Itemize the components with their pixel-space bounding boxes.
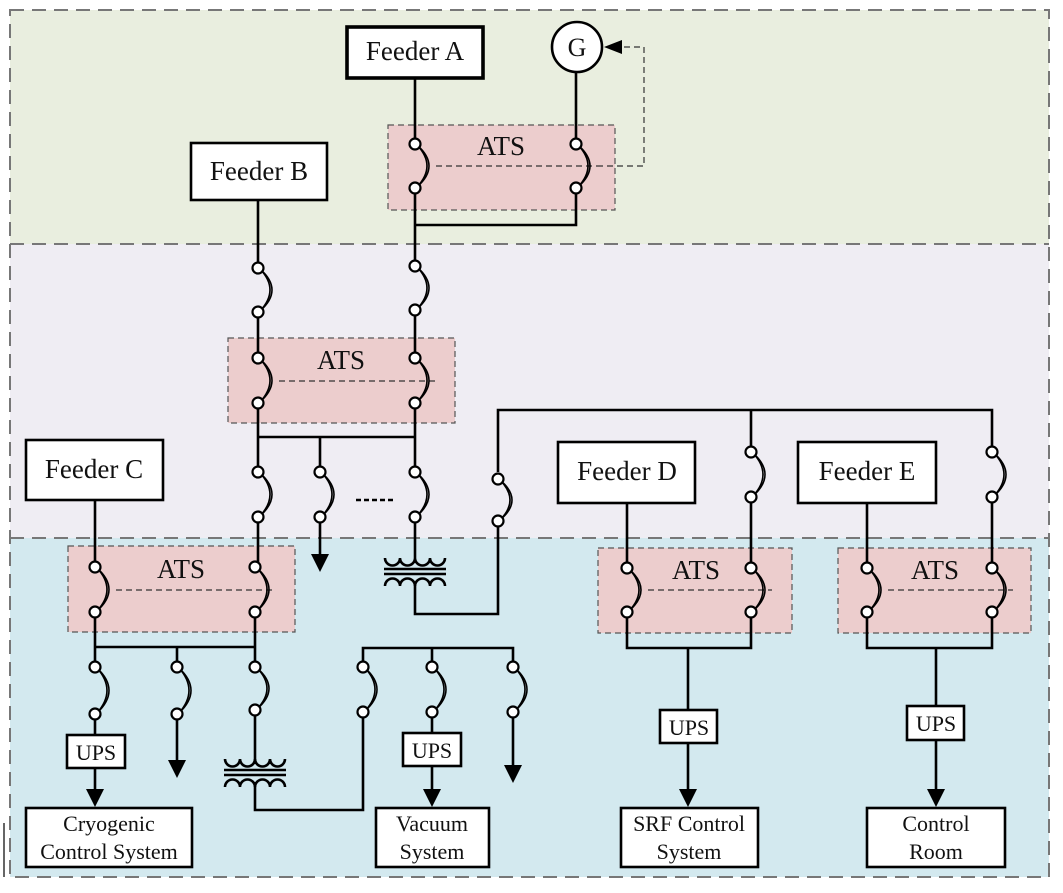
circuit-breaker-icon [251, 465, 273, 524]
transformer-icon [223, 758, 287, 788]
ups-vacuum: UPS [401, 731, 463, 768]
generator-control-link [597, 46, 645, 167]
generator: G [550, 20, 604, 74]
ups-label: UPS [76, 740, 116, 765]
feeder-a: Feeder A [345, 25, 485, 80]
ups-label: UPS [916, 711, 956, 736]
ups-srf: UPS [658, 708, 719, 745]
load-label-line1: Cryogenic [63, 811, 155, 836]
circuit-breaker-icon [408, 137, 430, 195]
load-label-line1: Control [902, 811, 969, 836]
circuit-breaker-icon [248, 660, 270, 717]
load-label-line2: Control System [40, 839, 178, 864]
ats-label-1: ATS [477, 131, 525, 161]
ats-label-5: ATS [911, 555, 959, 585]
load-label-line1: Vacuum [396, 811, 468, 836]
ats-label-3: ATS [157, 554, 205, 584]
arrow-down-icon [423, 789, 441, 807]
ups-label: UPS [412, 738, 452, 763]
ups-control-room: UPS [905, 704, 966, 742]
outer-border [9, 9, 1050, 878]
arrow-down-icon [504, 765, 522, 783]
feeder-b-label: Feeder B [210, 156, 308, 186]
ats-label-4: ATS [672, 555, 720, 585]
circuit-breaker-icon [620, 561, 642, 619]
wiring [93, 72, 994, 812]
load-label-line2: System [400, 839, 465, 864]
ups-label: UPS [669, 715, 709, 740]
circuit-breaker-icon [985, 445, 1007, 504]
circuit-breaker-icon [251, 351, 273, 410]
feeder-b: Feeder B [189, 141, 329, 202]
circuit-breaker-icon [88, 560, 110, 619]
ups-cryogenic: UPS [65, 733, 127, 770]
load-cryogenic-control-system: Cryogenic Control System [24, 806, 194, 869]
arrow-down-icon [86, 789, 104, 807]
circuit-breaker-icon [569, 137, 591, 195]
circuit-breaker-icon [744, 561, 766, 619]
circuit-breaker-icon [170, 660, 192, 721]
generator-label: G [568, 33, 587, 62]
feeder-c: Feeder C [24, 438, 165, 502]
transformer-icon [383, 557, 447, 587]
circuit-breaker-icon [251, 261, 273, 319]
load-control-room: Control Room [865, 806, 1007, 869]
circuit-breaker-icon [425, 660, 447, 719]
arrow-down-icon [311, 554, 329, 572]
arrow-down-icon [679, 789, 697, 807]
feeder-a-label: Feeder A [366, 36, 465, 66]
feeder-e-label: Feeder E [819, 456, 916, 486]
breakers [88, 137, 1007, 721]
circuit-breaker-icon [88, 660, 110, 721]
circuit-breaker-icon [744, 445, 766, 504]
arrows [86, 554, 945, 807]
ats-label-2: ATS [317, 345, 365, 375]
arrow-down-icon [927, 789, 945, 807]
generator-arrow-icon [604, 40, 622, 54]
circuit-breaker-icon [860, 561, 882, 619]
circuit-breaker-icon [356, 660, 378, 719]
circuit-breaker-icon [408, 465, 430, 524]
load-label-line2: Room [909, 839, 963, 864]
feeder-e: Feeder E [796, 440, 938, 505]
feeder-d: Feeder D [556, 440, 697, 505]
circuit-breaker-icon [248, 560, 270, 619]
circuit-breaker-icon [408, 351, 430, 410]
circuit-breaker-icon [985, 561, 1007, 619]
load-srf-control-system: SRF Control System [619, 806, 760, 869]
feeder-c-label: Feeder C [45, 454, 143, 484]
load-label-line2: System [657, 839, 722, 864]
load-vacuum-system: Vacuum System [374, 806, 491, 869]
load-label-line1: SRF Control [633, 811, 745, 836]
circuit-breaker-icon [313, 465, 335, 524]
circuit-breaker-icon [491, 472, 513, 528]
feeder-d-label: Feeder D [577, 456, 677, 486]
circuit-breaker-icon [408, 259, 430, 317]
circuit-breaker-icon [506, 660, 528, 719]
arrow-down-icon [168, 760, 186, 778]
